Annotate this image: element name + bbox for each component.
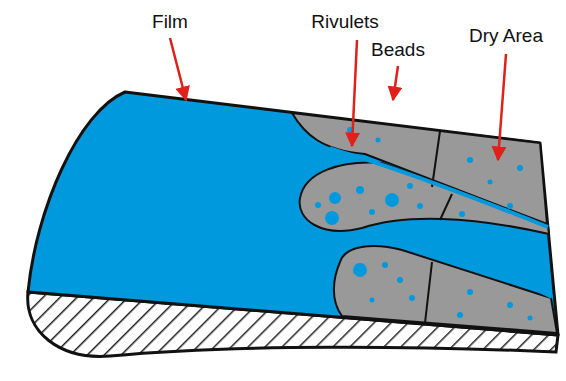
- rivulets: [330, 148, 552, 297]
- part-label: Dry Area: [469, 26, 543, 47]
- part-label: Beads: [371, 40, 425, 61]
- beads: [315, 127, 533, 321]
- dry-areas: [292, 113, 557, 333]
- cell-lines: [425, 131, 452, 323]
- film-area: [28, 92, 558, 335]
- part-label: Rivulets: [311, 12, 379, 33]
- part-label: Film: [152, 12, 188, 33]
- leader-arrows: [170, 38, 506, 160]
